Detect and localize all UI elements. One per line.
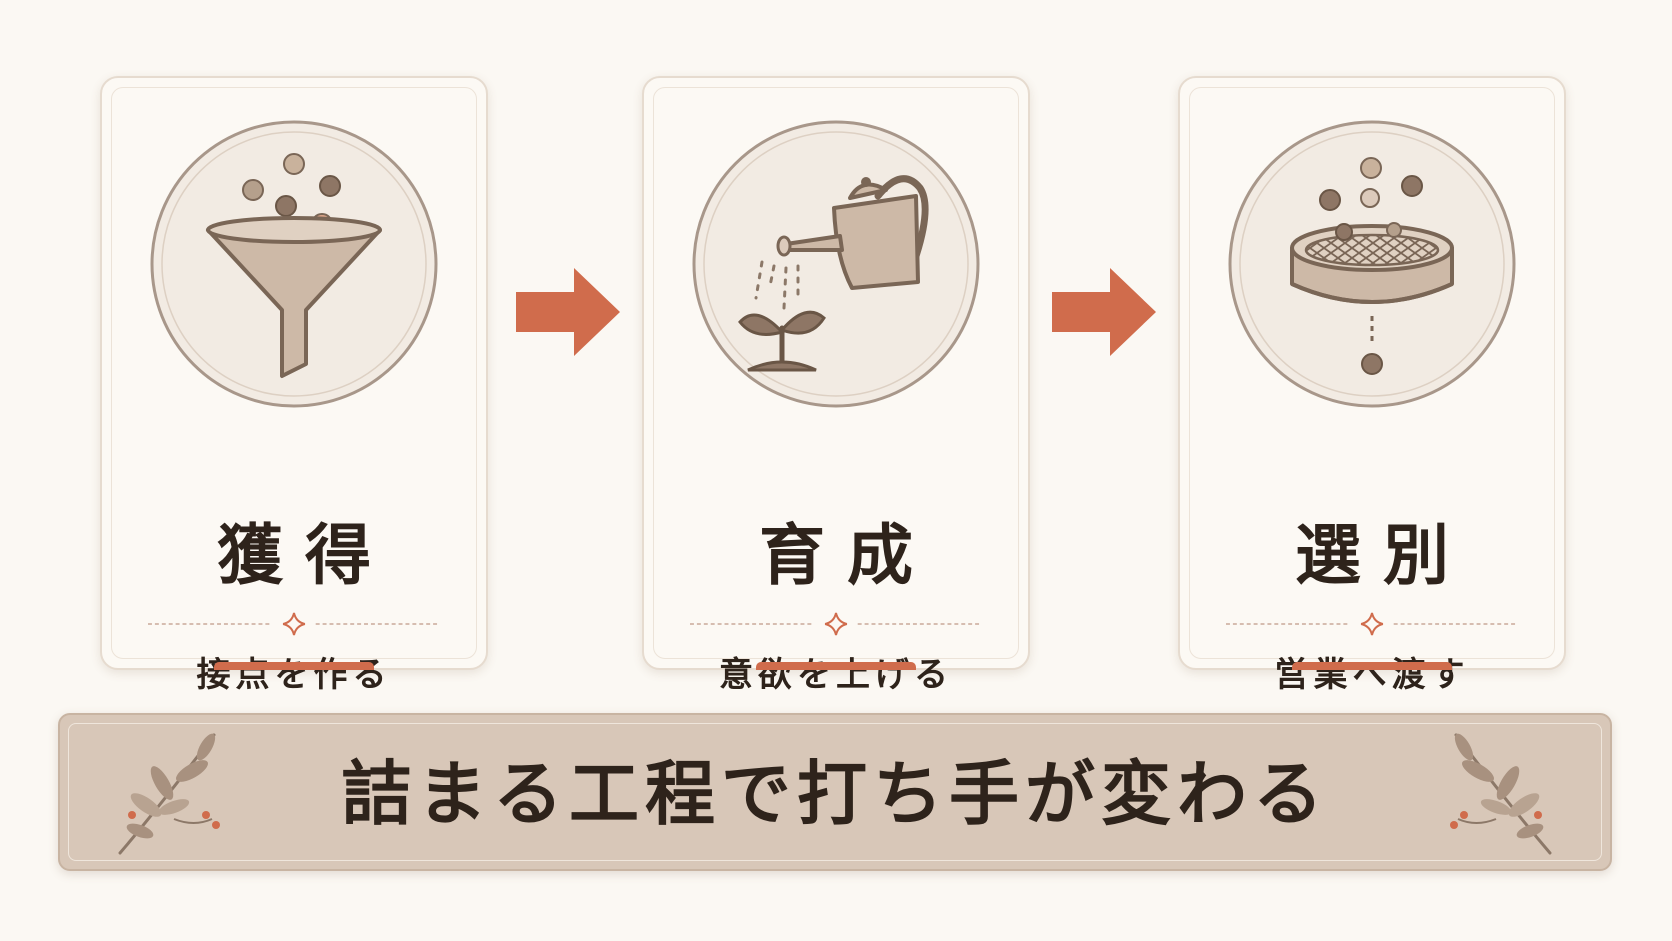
card-accent-bar [214,662,374,670]
watering-can-icon [690,118,982,410]
right-arrow-icon [1050,266,1158,358]
step-title: 選別 [1295,517,1471,594]
right-arrow-icon [514,266,622,358]
sparkle-divider [690,610,982,638]
leaf-sprig-icon [96,727,226,861]
leaf-sprig-icon [1444,727,1574,861]
funnel-icon [148,118,440,410]
step-subtitle: 接点を作る [196,655,392,695]
card-accent-bar [1292,662,1452,670]
banner-text: 詰まる工程で打ち手が変わる [341,753,1329,835]
step-card-selection: 選別 営業へ渡す [1178,76,1566,695]
sparkle-divider [1226,610,1518,638]
step-card-acquisition: 獲得 接点を作る [100,76,488,695]
summary-banner: 詰まる工程で打ち手が変わる [58,713,1612,871]
sparkle-divider [148,610,440,638]
step-subtitle: 意欲を上げる [719,655,953,695]
card-accent-bar [756,662,916,670]
step-title: 育成 [759,517,935,594]
sieve-icon [1226,118,1518,410]
step-card-nurturing: 育成 意欲を上げる [642,76,1030,695]
step-subtitle: 営業へ渡す [1274,655,1470,695]
step-title: 獲得 [217,517,393,594]
